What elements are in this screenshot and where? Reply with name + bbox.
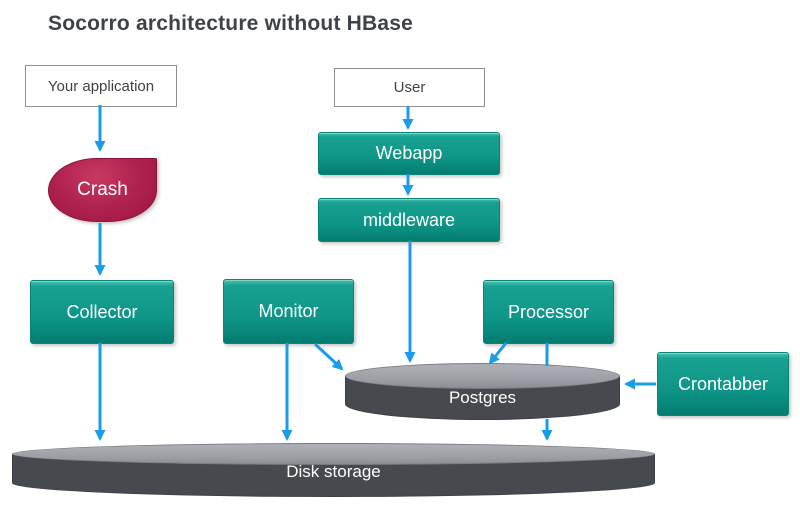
- node-your-application-label: Your application: [47, 77, 155, 95]
- node-monitor: Monitor: [223, 279, 354, 344]
- node-crontabber: Crontabber: [657, 352, 789, 416]
- node-collector-label: Collector: [66, 301, 138, 322]
- diagram-title: Socorro architecture without HBase: [48, 12, 414, 35]
- node-middleware-label: middleware: [362, 209, 456, 230]
- node-user-label: User: [393, 79, 426, 96]
- node-webapp-label: Webapp: [375, 143, 443, 163]
- node-crash: Crash: [48, 158, 157, 222]
- edge-monitor-postgres: [313, 342, 344, 371]
- node-processor-label: Processor: [507, 301, 590, 322]
- disk-storage-cylinder-top: [12, 443, 655, 465]
- node-user: User: [334, 68, 485, 107]
- node-disk-storage: Disk storage: [12, 443, 655, 497]
- node-collector: Collector: [30, 280, 174, 344]
- edge-processor-postgres: [488, 342, 508, 365]
- node-postgres: Postgres: [345, 363, 620, 420]
- node-processor: Processor: [483, 280, 614, 344]
- node-crash-label: Crash: [77, 179, 128, 200]
- node-monitor-label: Monitor: [258, 301, 319, 321]
- node-webapp: Webapp: [318, 132, 500, 175]
- node-your-application: Your application: [25, 65, 177, 107]
- node-postgres-label: Postgres: [448, 388, 517, 407]
- node-middleware: middleware: [318, 198, 500, 242]
- node-disk-storage-label: Disk storage: [286, 462, 381, 481]
- postgres-cylinder-top: [345, 363, 620, 389]
- node-crontabber-label: Crontabber: [677, 373, 769, 394]
